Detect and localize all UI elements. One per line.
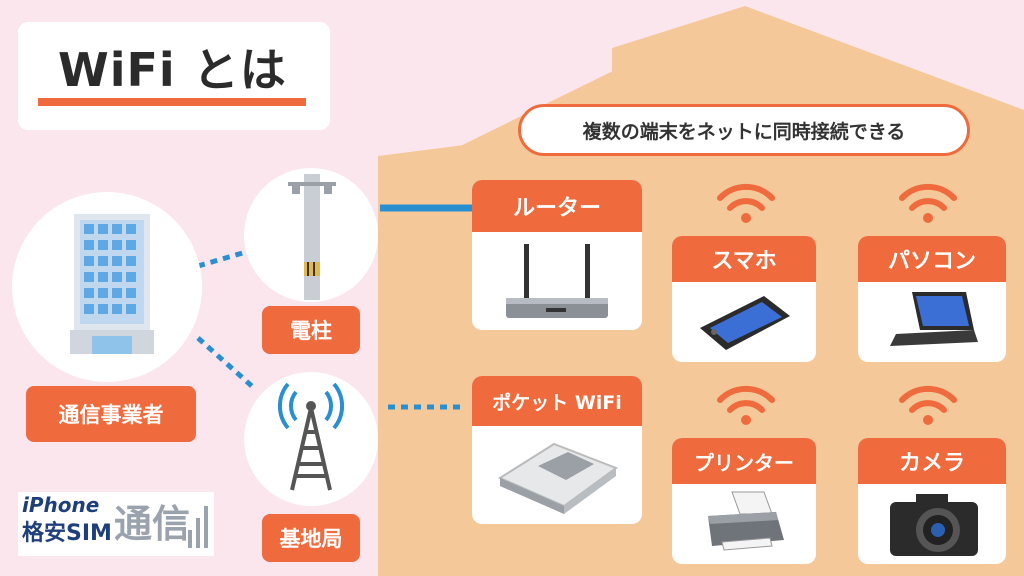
logo-line1: iPhone (22, 493, 100, 517)
pole-label: 電柱 (262, 306, 360, 354)
smartphone-card: スマホ (672, 236, 816, 362)
provider-circle (12, 192, 202, 382)
router-label: ルーター (472, 180, 642, 232)
smartphone-label: スマホ (672, 236, 816, 282)
title-card (18, 22, 330, 130)
pocket-wifi-icon (497, 442, 619, 514)
tower-label: 基地局 (262, 514, 360, 562)
camera-card: カメラ (858, 438, 1006, 564)
cell-tower-icon (277, 382, 345, 491)
logo-line2: 格安SIM (22, 521, 112, 546)
page-title: WiFi とは (58, 43, 287, 97)
pole-circle (244, 168, 378, 302)
router-card: ルーター (472, 180, 642, 330)
caption-bubble: 複数の端末をネットに同時接続できる (518, 104, 970, 156)
printer-icon (708, 491, 784, 551)
brand-logo: iPhone 格安SIM 通信 (18, 492, 214, 556)
router-icon (506, 244, 608, 318)
printer-card: プリンター (672, 438, 816, 564)
logo-line3: 通信 (114, 502, 191, 546)
signal-bars-icon (188, 506, 208, 548)
title-underline (38, 98, 306, 106)
pocket-wifi-label: ポケット WiFi (472, 376, 642, 426)
pocket-wifi-card: ポケット WiFi (472, 376, 642, 524)
office-building-icon (70, 214, 154, 354)
tower-circle (244, 372, 378, 506)
utility-pole-icon (288, 174, 336, 300)
pc-card: パソコン (858, 236, 1006, 362)
camera-icon (890, 494, 978, 556)
smartphone-icon (700, 296, 790, 350)
laptop-icon (890, 292, 978, 346)
pc-label: パソコン (858, 236, 1006, 282)
wifi-icon (717, 183, 775, 223)
camera-label: カメラ (858, 438, 1006, 484)
wifi-icon (717, 385, 775, 425)
wifi-icon (899, 385, 957, 425)
provider-label: 通信事業者 (26, 386, 196, 442)
printer-label: プリンター (672, 438, 816, 484)
wifi-icon (899, 183, 957, 223)
